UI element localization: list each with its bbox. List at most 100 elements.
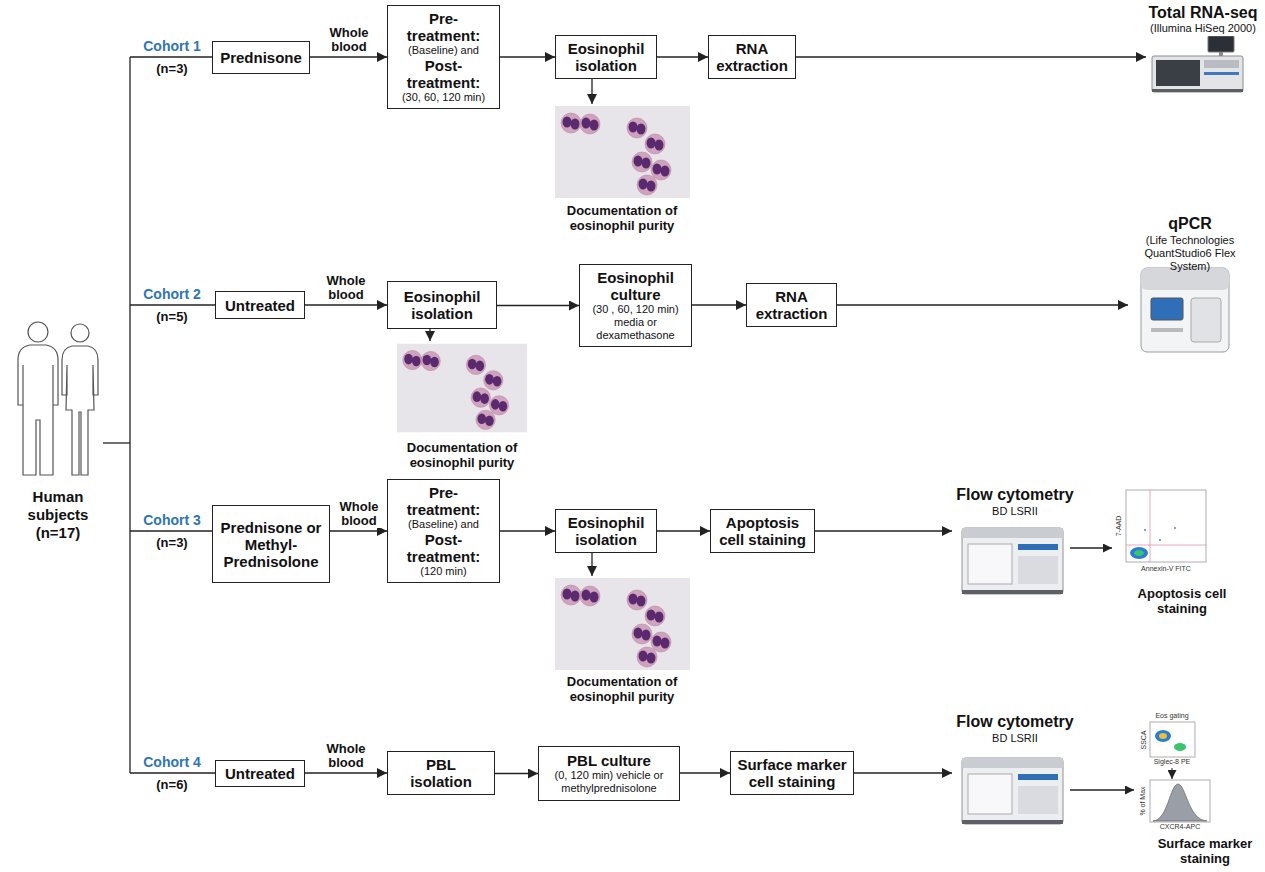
text-label: Documentation of eosinophil purity (392, 440, 532, 470)
arrow-connector (497, 305, 579, 306)
process-box: Untreated (215, 291, 305, 319)
process-box: Pre-treatment:(Baseline) andPost-treatme… (387, 479, 500, 583)
box-text: (Baseline) and (394, 518, 493, 531)
process-box: Untreated (215, 760, 305, 787)
pointer-arrow (591, 553, 592, 576)
process-box: Eosinophil isolation (555, 509, 657, 553)
box-text: Eosinophil isolation (394, 288, 490, 322)
text-label: Cohort 2 (136, 286, 208, 302)
text-label: Eos gating (1142, 712, 1202, 720)
edge-label: Whole blood (333, 500, 385, 528)
arrow-connector (305, 304, 387, 305)
process-box: Eosinophil culture(30 , 60, 120 min) med… (579, 264, 692, 347)
box-text: Post-treatment: (394, 57, 493, 91)
box-text: PBL isolation (394, 756, 488, 790)
process-box: RNA extraction (746, 283, 837, 327)
pointer-arrow (837, 304, 1128, 305)
arrow-connector (657, 56, 708, 57)
text-label: (n=3) (136, 535, 208, 550)
pointer-arrow (796, 56, 1146, 57)
box-text: Surface marker cell staining (737, 756, 847, 790)
arrow-connector (692, 304, 746, 305)
micrographs (397, 106, 690, 670)
human-figures (18, 322, 98, 475)
instruments (962, 36, 1243, 824)
flow-arrows (1070, 548, 1172, 790)
box-text: Eosinophil culture (586, 269, 685, 303)
box-text: Pre-treatment: (394, 484, 493, 518)
text-label: Cohort 3 (136, 512, 208, 528)
arrow-connector (310, 56, 387, 57)
box-text: Apoptosis cell staining (717, 514, 808, 548)
text-label: Apoptosis cell staining (1127, 586, 1237, 616)
box-text: (Baseline) and (394, 44, 493, 57)
box-text: Pre-treatment: (394, 10, 493, 44)
text-label: Cohort 1 (136, 38, 208, 54)
cohort-tree (103, 57, 215, 773)
box-text: Eosinophil isolation (562, 514, 650, 548)
process-box: Surface marker cell staining (730, 751, 854, 795)
text-label: (Life Technologies QuantStudio6 Flex Sys… (1125, 234, 1255, 273)
box-text: PBL culture (545, 752, 673, 769)
arrow-connector (330, 530, 387, 531)
arrow-connector (680, 772, 730, 773)
axis-label: SSCA (1140, 730, 1148, 749)
process-box: Prednisone (212, 41, 310, 74)
axis-label: % of Max (1139, 786, 1147, 815)
text-label: qPCR (1150, 215, 1230, 233)
pointer-arrow (429, 329, 430, 341)
text-label: Flow cytometry (955, 486, 1075, 504)
text-label: Total RNA-seq (1148, 4, 1258, 22)
text-label: Documentation of eosinophil purity (552, 203, 692, 233)
arrow-connector (495, 773, 538, 774)
pointer-arrow (815, 530, 952, 531)
edge-label: Whole blood (320, 274, 372, 302)
arrow-connector (500, 530, 555, 531)
box-text: (30, 60, 120 min) (394, 91, 493, 104)
process-box: RNA extraction (708, 35, 796, 79)
box-text: Prednisone (219, 49, 303, 66)
box-text: Prednisone or Methyl- Prednisolone (219, 519, 323, 570)
axis-label: 7-AAD (1115, 516, 1123, 537)
text-label: Annexin-V FITC (1121, 565, 1211, 573)
box-text: Eosinophil isolation (562, 40, 650, 74)
edge-label: Whole blood (323, 26, 375, 54)
arrow-connector (305, 772, 387, 773)
text-label: Surface marker staining (1151, 836, 1259, 866)
text-label: CXCR4-APC (1145, 823, 1215, 831)
text-label: Documentation of eosinophil purity (552, 674, 692, 704)
box-text: RNA extraction (753, 288, 830, 322)
box-text: (30 , 60, 120 min) media or dexamethason… (586, 303, 685, 342)
process-box: Eosinophil isolation (387, 281, 497, 329)
edge-label: Whole blood (320, 742, 372, 770)
box-text: Untreated (222, 297, 298, 314)
arrow-connector (500, 56, 555, 57)
text-label: (n=5) (136, 309, 208, 324)
text-label: Siglec-8 PE (1142, 758, 1202, 766)
surface-plots (1150, 722, 1210, 822)
process-box: Eosinophil isolation (555, 35, 657, 79)
arrow-connector (657, 530, 710, 531)
process-box: PBL culture(0, 120 min) vehicle or methy… (538, 746, 680, 801)
box-text: (0, 120 min) vehicle or methylprednisolo… (545, 769, 673, 795)
box-text: RNA extraction (715, 40, 789, 74)
text-label: BD LSRII (975, 505, 1055, 518)
text-label: (n=6) (136, 777, 208, 792)
process-box: Apoptosis cell staining (710, 509, 815, 553)
text-label: Flow cytometry (955, 713, 1075, 731)
process-box: Pre-treatment:(Baseline) andPost-treatme… (387, 5, 500, 109)
text-label: Human subjects (n=17) (16, 488, 100, 542)
process-box: PBL isolation (387, 751, 495, 795)
box-text: (120 min) (394, 565, 493, 578)
apoptosis-plot (1126, 490, 1206, 562)
pointer-arrow (854, 772, 952, 773)
pointer-arrow (591, 79, 592, 104)
box-text: Post-treatment: (394, 531, 493, 565)
text-label: Cohort 4 (136, 754, 208, 770)
text-label: (n=3) (136, 61, 208, 76)
box-text: Untreated (222, 765, 298, 782)
text-label: (Illumina HiSeq 2000) (1143, 22, 1263, 35)
process-box: Prednisone or Methyl- Prednisolone (212, 505, 330, 583)
